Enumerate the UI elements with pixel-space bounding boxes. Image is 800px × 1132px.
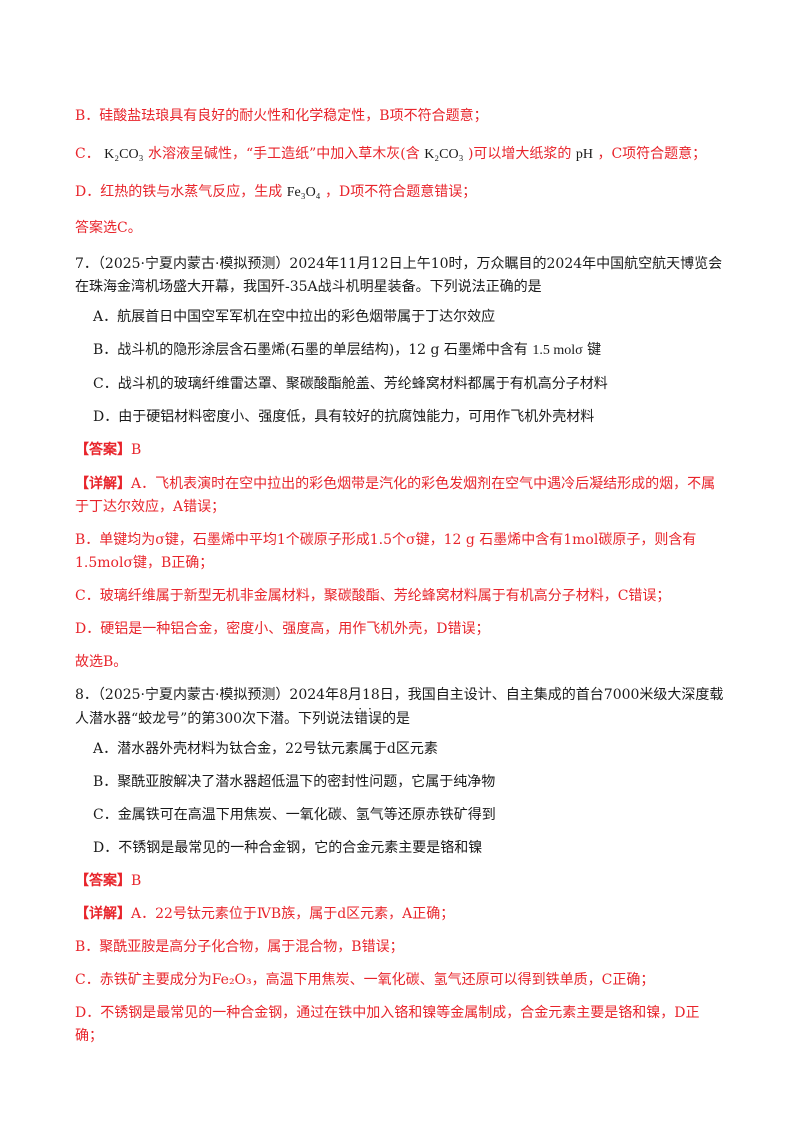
q7-answer-tag: 【答案】 bbox=[75, 442, 131, 458]
q7-option-b: B．战斗机的隐形涂层含石墨烯(石墨的单层结构)，12 g 石墨烯中含有 1.5 … bbox=[93, 340, 753, 361]
q7-option-a: A．航展首日中国空军军机在空中拉出的彩色烟带属于丁达尔效应 bbox=[93, 309, 496, 325]
q8-detail-c: C．赤铁矿主要成分为Fe₂O₃，高温下用焦炭、一氧化碳、氢气还原可以得到铁单质，… bbox=[75, 972, 655, 988]
q7-stem-line2: 在珠海金湾机场盛大开幕，我国歼-35A战斗机明星装备。下列说法正确的是 bbox=[75, 279, 542, 295]
q7-detail-b-line2: 1.5molσ键，B正确； bbox=[75, 555, 214, 571]
q8-detail-d-line2: 确； bbox=[75, 1028, 103, 1044]
q7-conclusion: 故选B。 bbox=[75, 654, 128, 670]
q8-option-c: C．金属铁可在高温下用焦炭、一氧化碳、氢气等还原赤铁矿得到 bbox=[93, 807, 496, 823]
q7-option-b-post: 键 bbox=[587, 342, 602, 358]
q8-stem-post: 的是 bbox=[382, 711, 411, 727]
formula-k2co3-2: K₂CO₃ bbox=[424, 147, 464, 162]
q7-detail-a-line2: 于丁达尔效应，A错误； bbox=[75, 499, 226, 515]
q8-stem-emphasis: 错误 bbox=[354, 711, 382, 727]
q8-answer-value: B bbox=[131, 873, 142, 889]
q8-stem-pre: 人潜水器“蛟龙号”的第300次下潜。下列说法 bbox=[75, 711, 355, 727]
formula-fe3o4: Fe₃O₄ bbox=[286, 185, 321, 200]
prev-conclusion: 答案选C。 bbox=[75, 220, 142, 236]
q8-stem-line1: 8．（2025·宁夏内蒙古·模拟预测）2024年8月18日，我国自主设计、自主集… bbox=[75, 687, 724, 703]
prev-c-mid1: 水溶液呈碱性，“手工造纸”中加入草木灰(含 bbox=[147, 146, 420, 162]
prev-d-prefix: D．红热的铁与水蒸气反应，生成 bbox=[75, 184, 283, 200]
q8-option-d: D．不锈钢是最常见的一种合金钢，它的合金元素主要是铬和镍 bbox=[93, 840, 483, 856]
q8-answer-tag: 【答案】 bbox=[75, 873, 131, 889]
q7-option-b-text: B．战斗机的隐形涂层含石墨烯(石墨的单层结构)，12 g 石墨烯中含有 bbox=[93, 342, 528, 358]
q7-answer-value: B bbox=[131, 442, 142, 458]
q7-option-b-formula: 1.5 molσ bbox=[532, 343, 583, 358]
q7-stem-line1: 7．（2025·宁夏内蒙古·模拟预测）2024年11月12日上午10时，万众瞩目… bbox=[75, 256, 723, 272]
q8-stem-line2: 人潜水器“蛟龙号”的第300次下潜。下列说法错误的是 bbox=[75, 709, 735, 729]
prev-option-c-explanation: C． K₂CO₃ 水溶液呈碱性，“手工造纸”中加入草木灰(含 K₂CO₃ )可以… bbox=[75, 144, 735, 165]
q8-option-b: B．聚酰亚胺解决了潜水器超低温下的密封性问题，它属于纯净物 bbox=[93, 774, 496, 790]
q7-option-c: C．战斗机的玻璃纤维雷达罩、聚碳酸酯舱盖、芳纶蜂窝材料都属于有机高分子材料 bbox=[93, 376, 608, 392]
q7-detail-c: C．玻璃纤维属于新型无机非金属材料，聚碳酸酯、芳纶蜂窝材料属于有机高分子材料，C… bbox=[75, 588, 671, 604]
q8-detail-a: 【详解】A．22号钛元素位于ⅣB族，属于d区元素，A正确； bbox=[75, 904, 735, 924]
prev-c-prefix: C． bbox=[75, 146, 100, 162]
q7-detail-d: D．硬铝是一种铝合金，密度小、强度高，用作飞机外壳，D错误； bbox=[75, 621, 490, 637]
prev-d-post: ，D项不符合题意错误； bbox=[325, 184, 477, 200]
q7-option-d: D．由于硬铝材料密度小、强度低，具有较好的抗腐蚀能力，可用作飞机外壳材料 bbox=[93, 409, 595, 425]
formula-k2co3: K₂CO₃ bbox=[104, 147, 144, 162]
prev-option-d-explanation: D．红热的铁与水蒸气反应，生成 Fe₃O₄ ，D项不符合题意错误； bbox=[75, 182, 735, 203]
q7-detail-a-text: A．飞机表演时在空中拉出的彩色烟带是汽化的彩色发烟剂在空气中遇冷后凝结形成的烟，… bbox=[131, 476, 716, 492]
q7-answer: 【答案】B bbox=[75, 440, 735, 460]
q8-option-a: A．潜水器外壳材料为钛合金，22号钛元素属于d区元素 bbox=[93, 741, 438, 757]
q8-answer: 【答案】B bbox=[75, 871, 735, 891]
prev-c-mid2: )可以增大纸浆的 bbox=[467, 146, 572, 162]
q8-detail-d-line1: D．不锈钢是最常见的一种合金钢，通过在铁中加入铬和镍等金属制成，合金元素主要是铬… bbox=[75, 1005, 700, 1021]
q8-detail-a-text: A．22号钛元素位于ⅣB族，属于d区元素，A正确； bbox=[131, 906, 455, 922]
q7-detail-tag: 【详解】 bbox=[75, 476, 131, 492]
prev-option-b-explanation: B．硅酸盐珐琅具有良好的耐火性和化学稳定性，B项不符合题意； bbox=[75, 108, 488, 124]
q7-detail-b-line1: B．单键均为σ键，石墨烯中平均1个碳原子形成1.5个σ键，12 g 石墨烯中含有… bbox=[75, 532, 697, 548]
q8-detail-tag: 【详解】 bbox=[75, 906, 131, 922]
formula-ph: pH bbox=[575, 147, 594, 162]
prev-c-post: ，C项符合题意； bbox=[597, 146, 707, 162]
q8-detail-b: B．聚酰亚胺是高分子化合物，属于混合物，B错误； bbox=[75, 939, 404, 955]
q7-detail-a-line1: 【详解】A．飞机表演时在空中拉出的彩色烟带是汽化的彩色发烟剂在空气中遇冷后凝结形… bbox=[75, 474, 735, 494]
